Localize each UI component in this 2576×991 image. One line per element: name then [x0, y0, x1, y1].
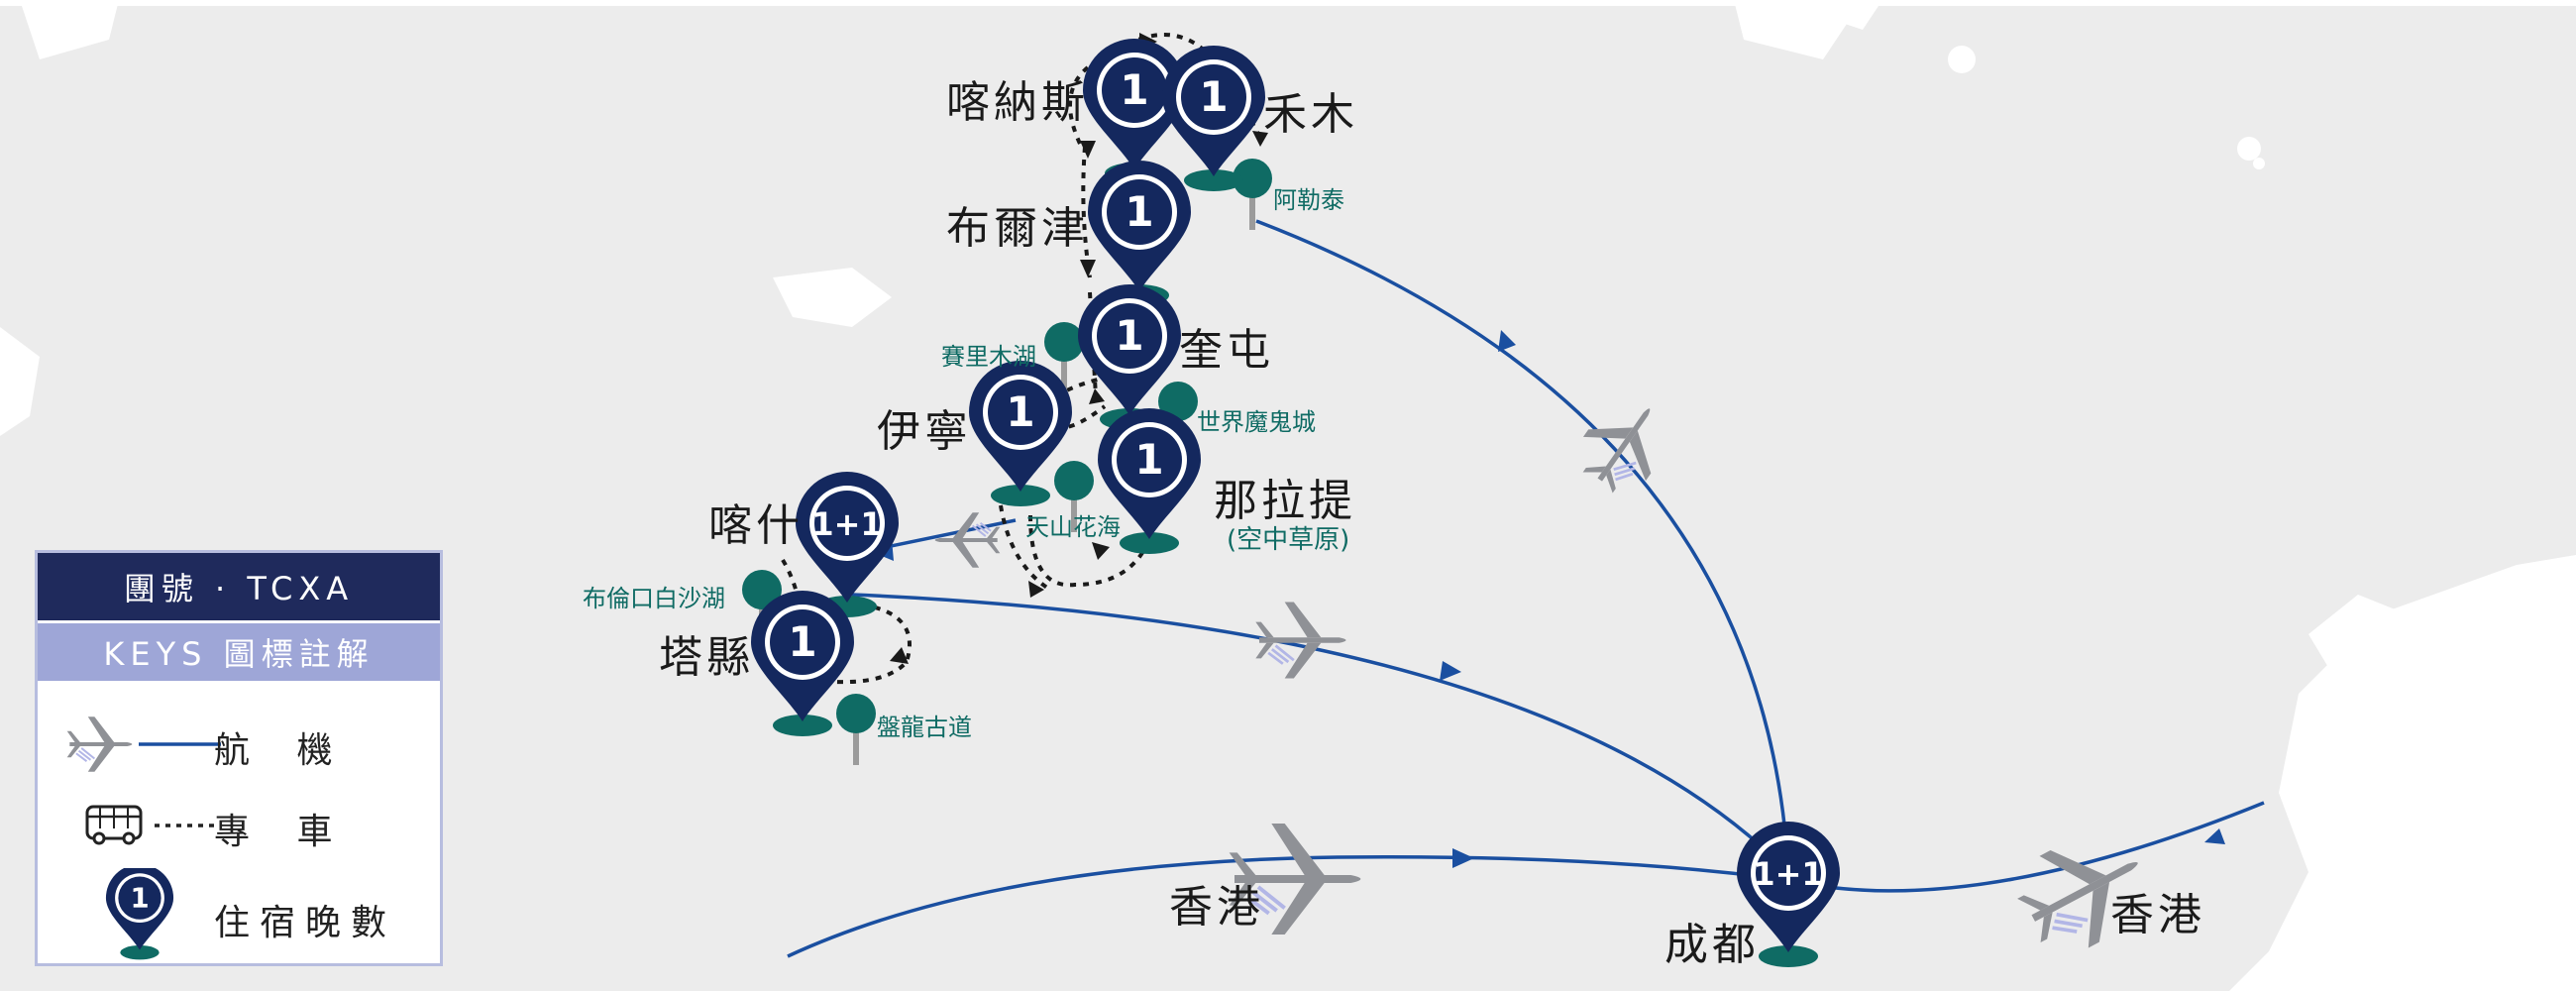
poi-panlong: 盤龍古道	[877, 714, 972, 741]
svg-text:1: 1	[1120, 65, 1148, 114]
route-hk-chengdu	[787, 854, 1789, 958]
route-chengdu-kashgar	[851, 593, 1790, 874]
pin-hemu: 1	[1162, 46, 1265, 191]
city-nalati: 那拉提	[1214, 476, 1356, 526]
city-labels: 喀納斯 禾木 布爾津 奎屯 伊寧 那拉提 (空中草原) 喀什 塔縣 香港 成都 …	[659, 77, 2205, 970]
svg-text:1: 1	[1125, 187, 1153, 236]
pin-kanas: 1	[1083, 39, 1186, 184]
pin-kashgar: 1+1	[796, 472, 899, 617]
svg-text:1: 1	[1199, 72, 1228, 121]
pin-nalati: 1	[1098, 408, 1201, 554]
city-burqin: 布爾津	[946, 203, 1089, 254]
legend-row-bus: 專 車	[38, 791, 440, 860]
poi-ghost-city: 世界魔鬼城	[1197, 408, 1316, 436]
svg-text:1: 1	[130, 882, 149, 914]
poi-tianshan: 天山花海	[1025, 513, 1121, 541]
flight-routes	[787, 219, 2265, 958]
city-hemu: 禾木	[1263, 89, 1358, 140]
legend-stay-label: 住宿晚數	[214, 903, 397, 943]
pin-icon: 1	[105, 868, 174, 960]
city-hongkong-return: 香港	[2110, 890, 2205, 940]
accommodation-pins: 1 1 1 1 1 1 1+1 1 1+1	[751, 39, 1840, 967]
plane-icon	[65, 716, 221, 773]
svg-text:1: 1	[1134, 435, 1163, 484]
poi-bulunkou: 布倫口白沙湖	[583, 585, 725, 612]
city-yining: 伊寧	[877, 406, 972, 457]
city-kuitun: 奎屯	[1179, 325, 1274, 376]
svg-text:1: 1	[1006, 387, 1034, 436]
svg-text:1: 1	[1115, 311, 1143, 360]
city-kanas: 喀納斯	[946, 77, 1089, 128]
city-nalati-subtitle: (空中草原)	[1227, 525, 1349, 555]
legend-group-code: 團號 · TCXA	[38, 553, 440, 620]
legend-row-stay: 1 住宿晚數	[38, 868, 440, 962]
pin-yining: 1	[969, 361, 1072, 506]
route-yining-kashgar	[871, 518, 1017, 552]
pin-chengdu: 1+1	[1737, 822, 1840, 967]
legend-keys-title: KEYS 圖標註解	[38, 620, 440, 681]
poi-sayram: 賽里木湖	[941, 343, 1036, 371]
route-chengdu-hk	[1787, 801, 2265, 893]
city-chengdu: 成都	[1664, 920, 1760, 970]
route-chengdu-altay	[1255, 219, 1790, 873]
bus-icon	[85, 805, 222, 845]
pin-taxian: 1	[751, 591, 854, 736]
svg-text:1+1: 1+1	[811, 505, 882, 543]
city-kashgar: 喀什	[708, 500, 804, 551]
poi-altay: 阿勒泰	[1273, 186, 1344, 214]
city-taxian: 塔縣	[659, 632, 754, 683]
pin-burqin: 1	[1088, 161, 1191, 306]
poi-labels: 阿勒泰 賽里木湖 世界魔鬼城 天山花海 布倫口白沙湖 盤龍古道	[583, 186, 1344, 741]
svg-text:1+1: 1+1	[1753, 855, 1823, 893]
legend-flight-label: 航 機	[214, 730, 351, 771]
city-hongkong-origin: 香港	[1169, 882, 1264, 933]
svg-text:1: 1	[788, 617, 816, 666]
legend-panel: 團號 · TCXA KEYS 圖標註解 航 機 專 車 1 住宿晚數	[35, 550, 443, 966]
legend-bus-label: 專 車	[214, 812, 351, 852]
legend-row-flight: 航 機	[38, 710, 440, 779]
pin-kuitun: 1	[1078, 284, 1181, 430]
